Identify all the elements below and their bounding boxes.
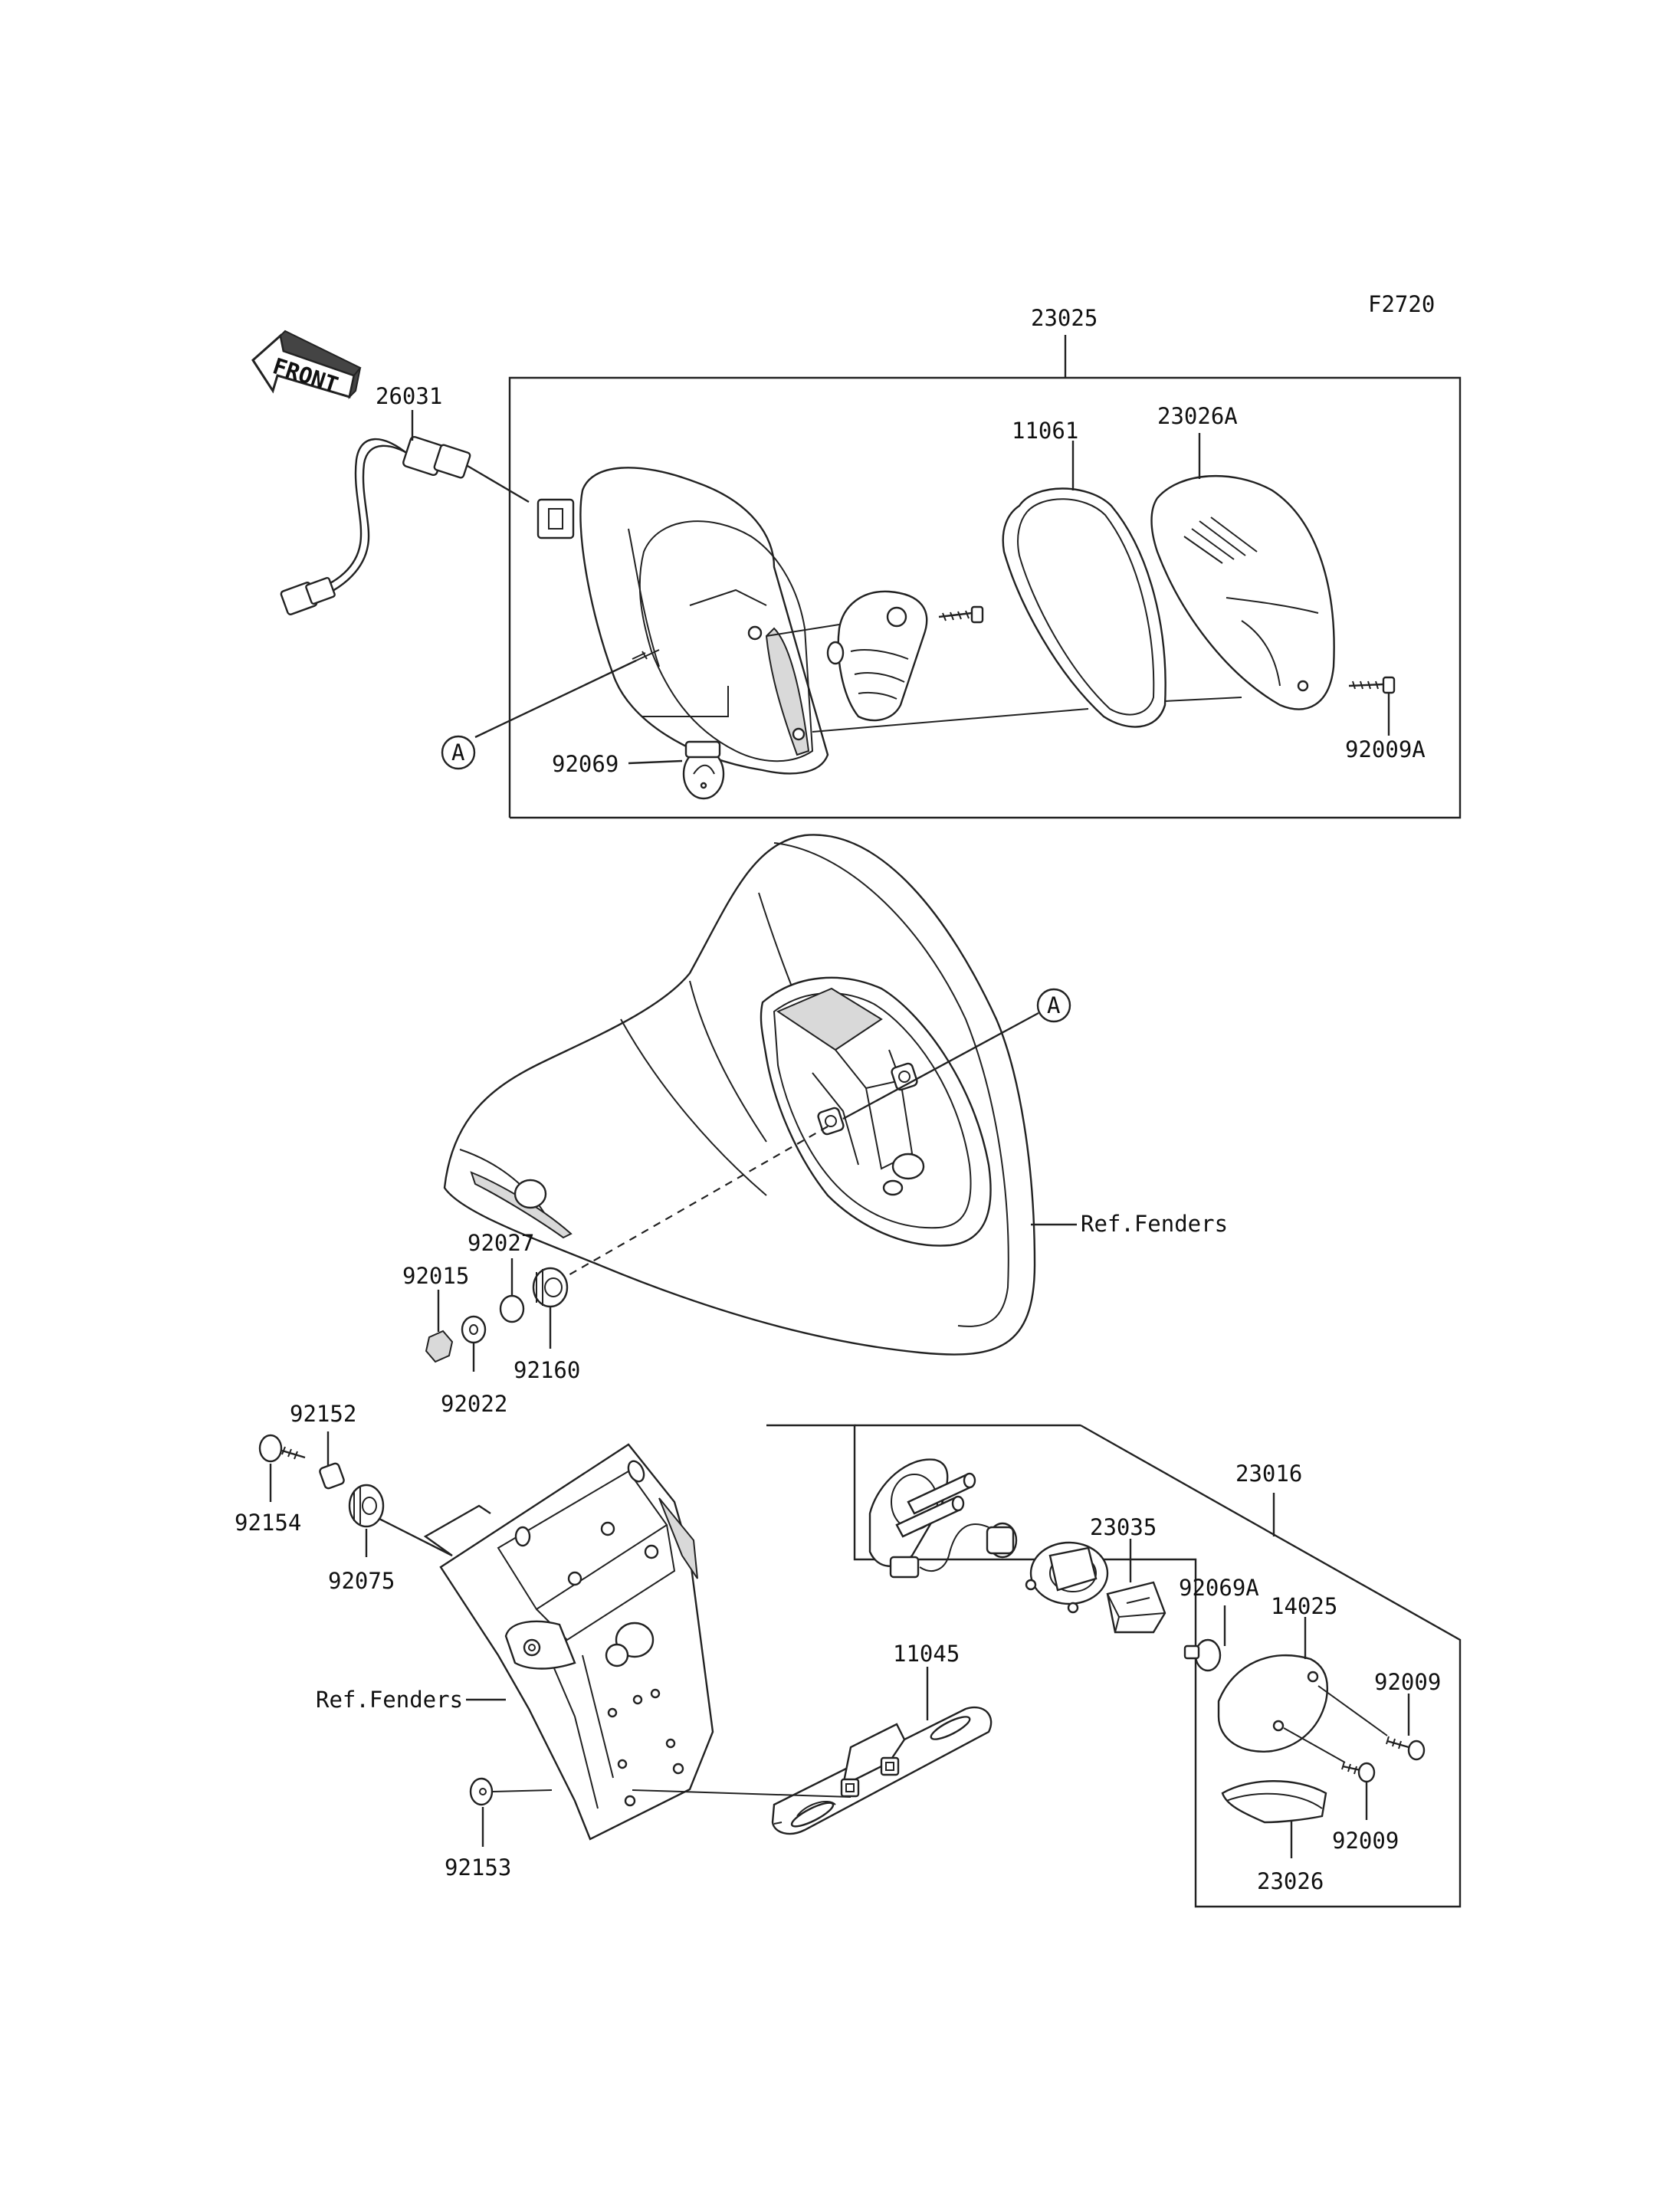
- bulb: [682, 740, 725, 800]
- part-label-92075: 92075: [328, 1568, 395, 1594]
- ref-a-lower-label: A: [1047, 992, 1060, 1018]
- part-label-92152: 92152: [290, 1401, 356, 1427]
- tail-lens: [1150, 474, 1335, 710]
- license-plate-bracket: [771, 1707, 993, 1835]
- reflector: [837, 590, 928, 722]
- lens-screw: [1348, 676, 1396, 694]
- ref-a-upper: A: [441, 735, 476, 770]
- part-label-92069A: 92069A: [1179, 1575, 1259, 1601]
- part-label-23026A: 23026A: [1157, 403, 1238, 429]
- part-label-92069: 92069: [552, 751, 619, 777]
- part-label-23016: 23016: [1235, 1461, 1302, 1487]
- part-label-23026: 23026: [1257, 1868, 1324, 1894]
- part-label-14025: 14025: [1271, 1593, 1337, 1619]
- part-label-92027: 92027: [468, 1230, 534, 1256]
- lamp-housing: [579, 467, 829, 775]
- part-label-23035: 23035: [1090, 1514, 1157, 1540]
- wire-harness: [280, 435, 530, 615]
- part-label-11045: 11045: [893, 1641, 960, 1667]
- front-arrow-icon: FRONT: [251, 330, 362, 400]
- part-label-92009-upper: 92009: [1374, 1669, 1441, 1695]
- part-label-92009A: 92009A: [1345, 736, 1426, 762]
- plate-screw: [469, 1777, 553, 1806]
- part-label-23025: 23025: [1031, 305, 1098, 331]
- ref-fenders-lower: Ref.Fenders: [316, 1687, 463, 1713]
- part-label-92009-lower: 92009: [1332, 1828, 1399, 1854]
- rear-fender: [443, 834, 1036, 1356]
- ref-a-lower: A: [1036, 988, 1071, 1023]
- figure-code: F2720: [1368, 291, 1435, 317]
- part-label-26031: 26031: [376, 383, 442, 409]
- housing-connector: [536, 498, 575, 539]
- lens-gasket: [1002, 487, 1166, 728]
- tail-lamp-assembly: 23025 11061: [474, 305, 1462, 819]
- part-label-92153: 92153: [445, 1854, 511, 1881]
- part-label-11061: 11061: [1012, 418, 1078, 444]
- license-lamp-assembly: 23016: [766, 1424, 1462, 1908]
- mount-hardware-lower: [258, 1434, 385, 1528]
- reflector-screw: [938, 605, 984, 624]
- ref-a-upper-label: A: [451, 739, 464, 766]
- part-label-92154: 92154: [235, 1510, 301, 1536]
- part-label-92022: 92022: [441, 1391, 507, 1417]
- part-label-92015: 92015: [402, 1263, 469, 1289]
- license-bracket: [439, 1443, 714, 1841]
- ref-fenders-upper: Ref.Fenders: [1081, 1211, 1228, 1237]
- part-label-92160: 92160: [514, 1357, 580, 1383]
